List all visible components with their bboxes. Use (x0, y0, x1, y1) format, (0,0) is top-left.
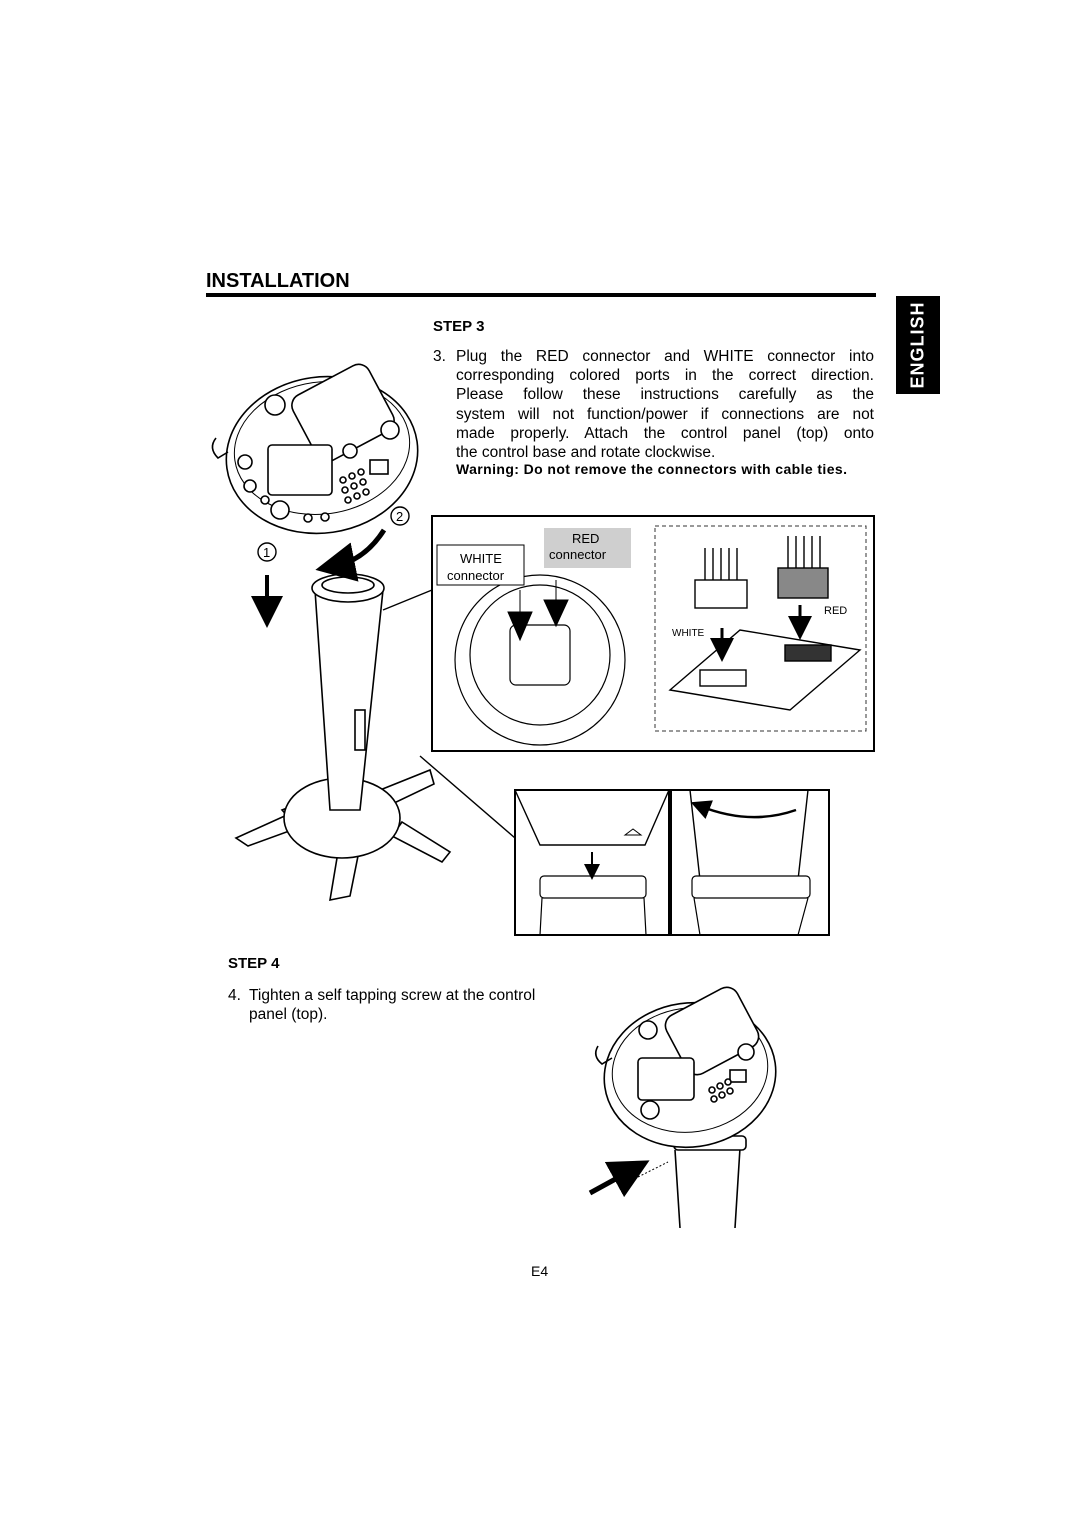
callout-1-label: 1 (263, 545, 270, 560)
attach-rotate-arrow-icon (690, 800, 797, 819)
white-connector-label-2: connector (447, 568, 505, 583)
step4-number: 4. (228, 987, 241, 1004)
step4-text: Tighten a self tapping screw at the cont… (249, 987, 536, 1023)
detail-white-label: WHITE (672, 628, 705, 639)
step3-line: Please follow these instructions careful… (456, 386, 874, 404)
control-panel-top-illustration (211, 363, 419, 535)
title-rule (206, 293, 876, 297)
red-connector-label-1: RED (572, 531, 599, 546)
white-connector-label-1: WHITE (460, 551, 502, 566)
section-title: INSTALLATION (206, 270, 350, 292)
step3-line: Plug the RED connector and WHITE connect… (456, 348, 874, 365)
step3-line: corresponding colored ports in the corre… (456, 367, 874, 385)
white-connector-arrow-icon (507, 590, 533, 642)
screw-leader-icon (637, 1161, 669, 1178)
rotate-arrow-icon (315, 528, 387, 582)
step3-line: the control base and rotate clockwise. (456, 444, 716, 462)
step3-heading: STEP 3 (433, 318, 485, 335)
page-number: E4 (531, 1263, 549, 1279)
warning-text: Warning: Do not remove the connectors wi… (456, 461, 848, 477)
detail-red-label: RED (824, 605, 847, 617)
step3-number: 3. (433, 348, 446, 365)
callout-2: 2 (390, 506, 410, 526)
red-connector-label-2: connector (549, 547, 607, 562)
step3-instructions: 3. Plug the RED connector and WHITE conn… (433, 347, 874, 462)
step4-heading: STEP 4 (228, 955, 280, 972)
screw-arrow-icon (588, 1160, 650, 1198)
connector-detail-box: WHITE connector RED connector RED WHITE (431, 515, 875, 752)
red-connector-arrow-icon (543, 580, 569, 628)
callout-1: 1 (257, 542, 277, 562)
stand-base-illustration (234, 573, 452, 902)
screw-step-illustration (594, 986, 777, 1229)
step3-line: system will not function/power if connec… (456, 405, 874, 423)
step4-instructions: 4. Tighten a self tapping screw at the c… (228, 986, 558, 1024)
step3-line: made properly. Attach the control panel … (456, 424, 874, 442)
callout-2-label: 2 (396, 509, 403, 524)
attach-detail-box (514, 789, 830, 936)
language-tab: ENGLISH (896, 296, 940, 394)
